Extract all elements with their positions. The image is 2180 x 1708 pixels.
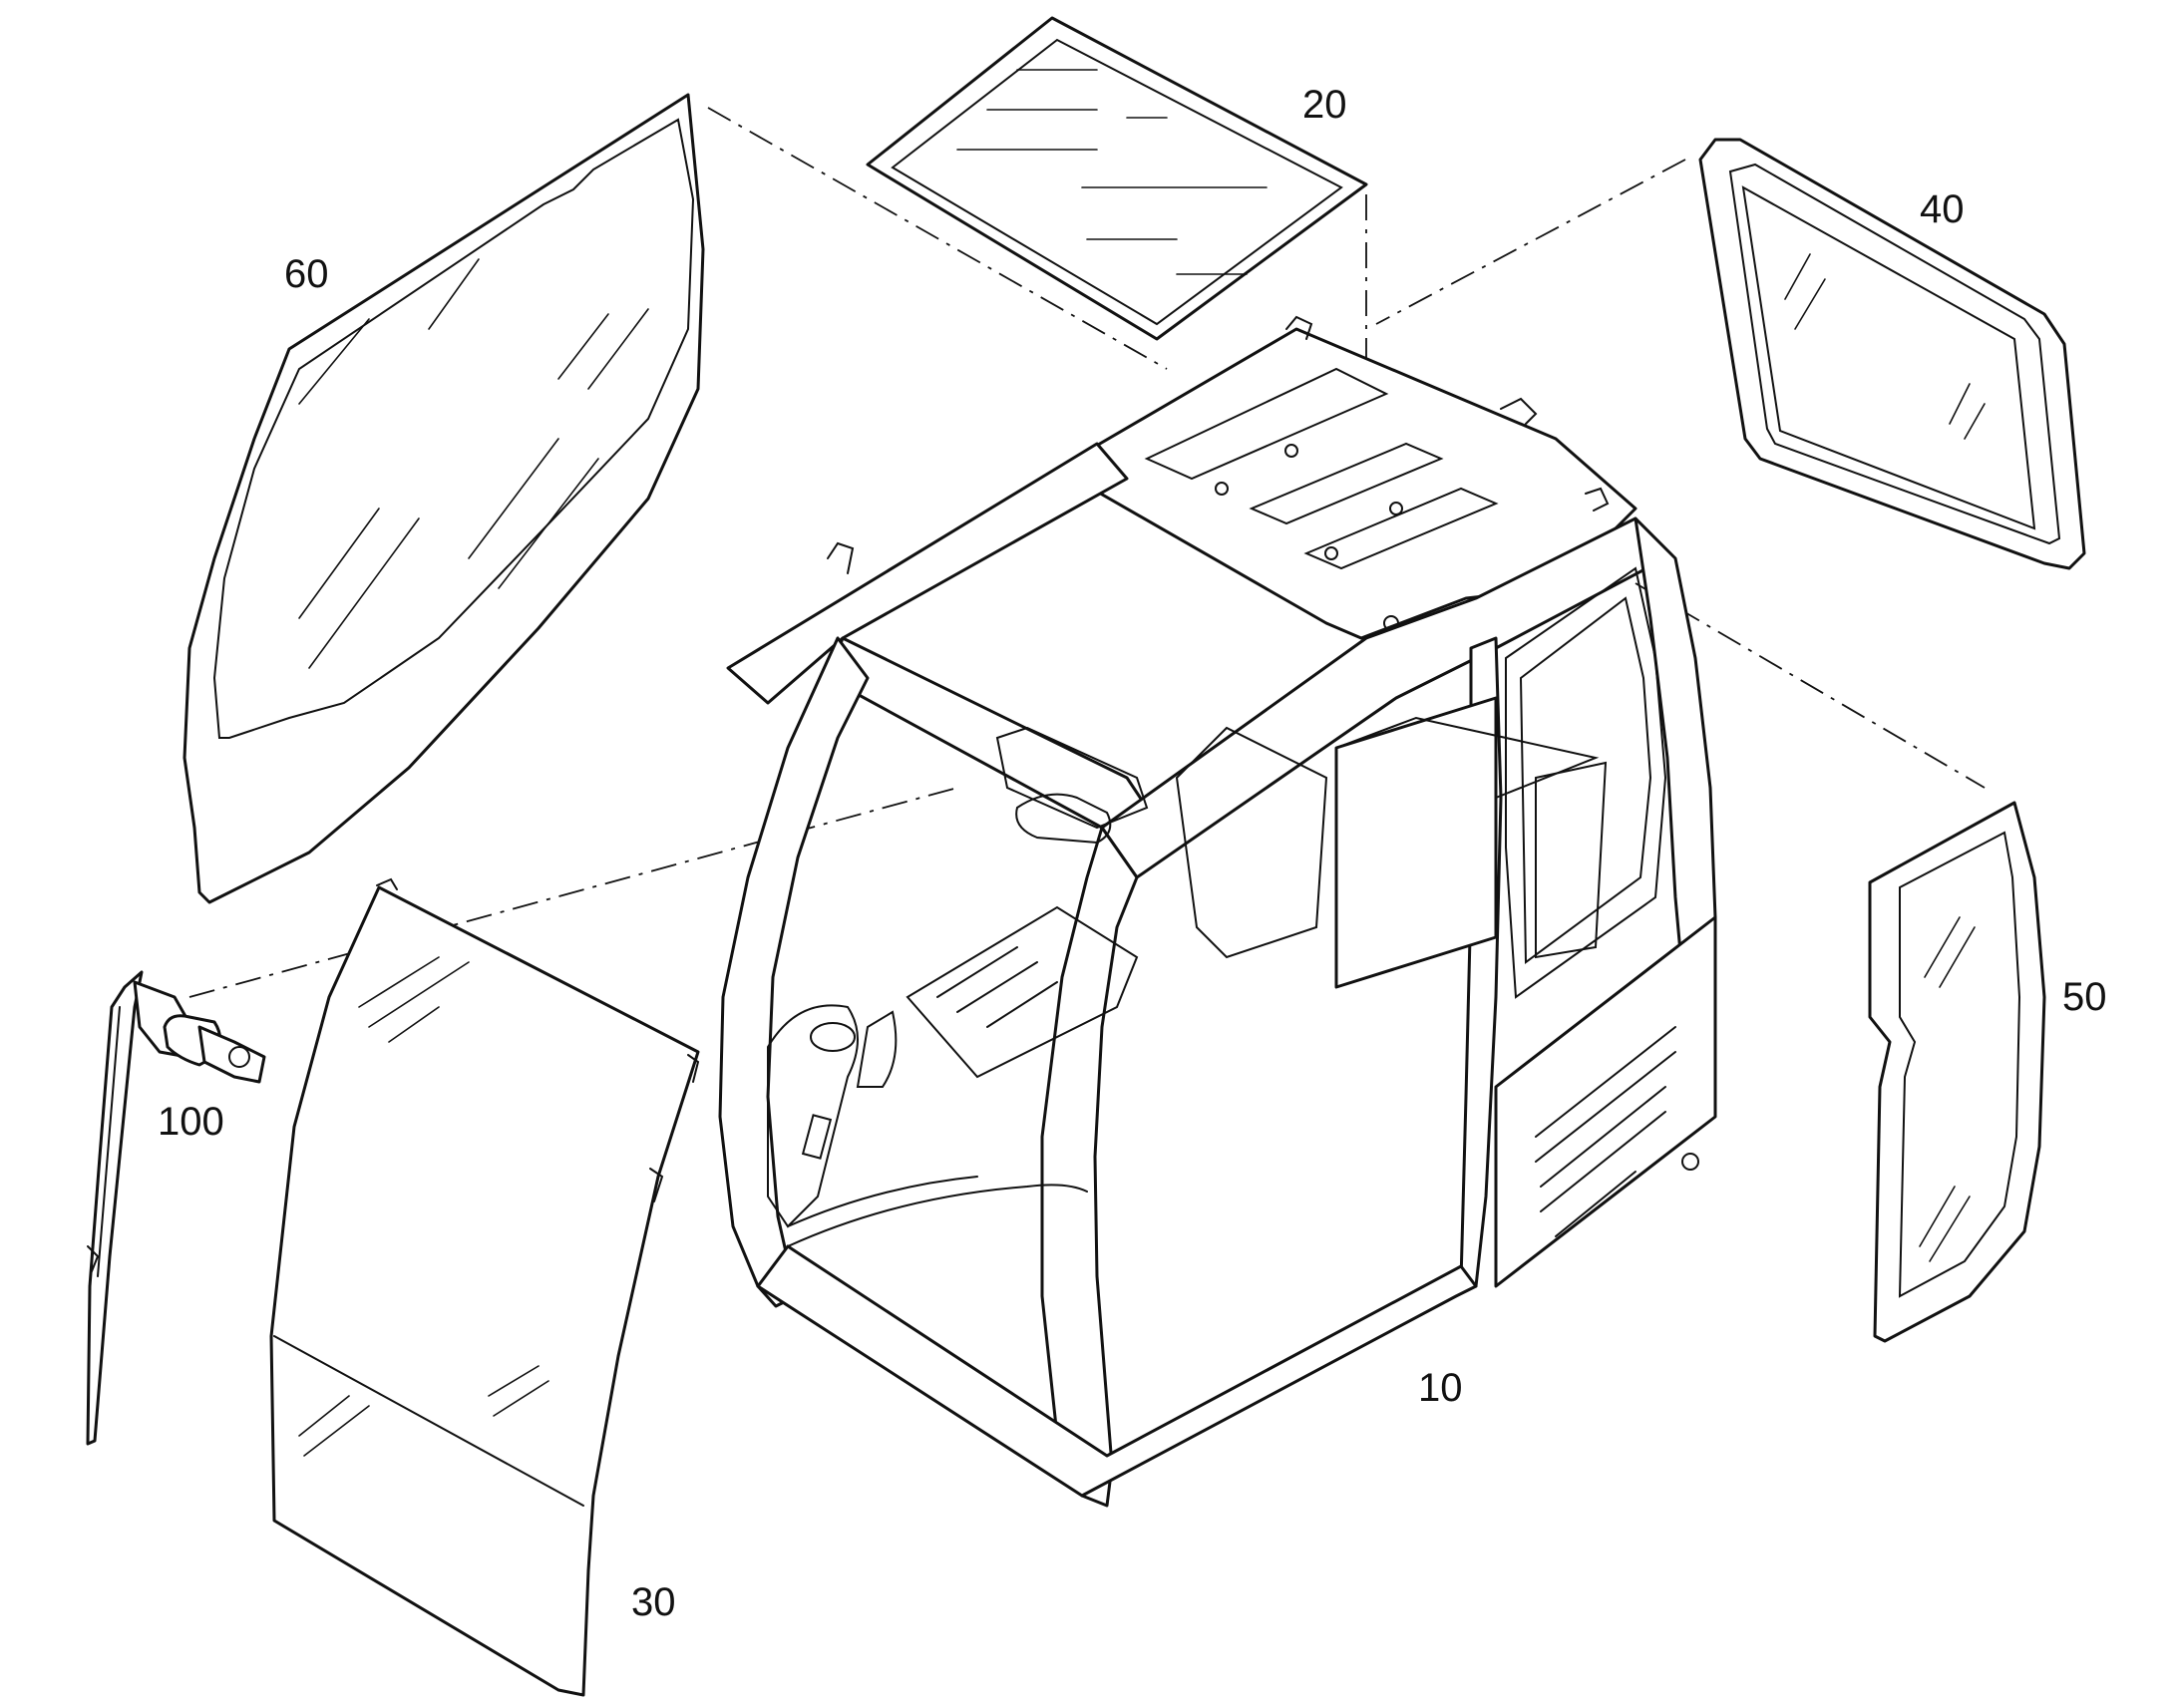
roof-glass[interactable] (866, 16, 1368, 341)
label-part-50: 50 (2062, 975, 2107, 1019)
label-part-100: 100 (158, 1100, 224, 1144)
label-part-40: 40 (1920, 187, 1965, 231)
label-part-60: 60 (284, 252, 329, 296)
left-side-glass[interactable] (182, 93, 705, 904)
label-part-10: 10 (1418, 1366, 1463, 1410)
assembly-lines (188, 107, 1986, 998)
label-part-20: 20 (1302, 83, 1347, 127)
right-side-glass[interactable] (1868, 801, 2046, 1343)
part-labels: 10 20 30 40 50 60 100 (158, 83, 2107, 1624)
rear-glass[interactable] (1698, 138, 2086, 570)
label-part-30: 30 (631, 1580, 676, 1624)
cab-frame[interactable] (718, 315, 1717, 1508)
front-windshield[interactable] (269, 877, 700, 1697)
wiper-assembly[interactable] (86, 970, 266, 1446)
